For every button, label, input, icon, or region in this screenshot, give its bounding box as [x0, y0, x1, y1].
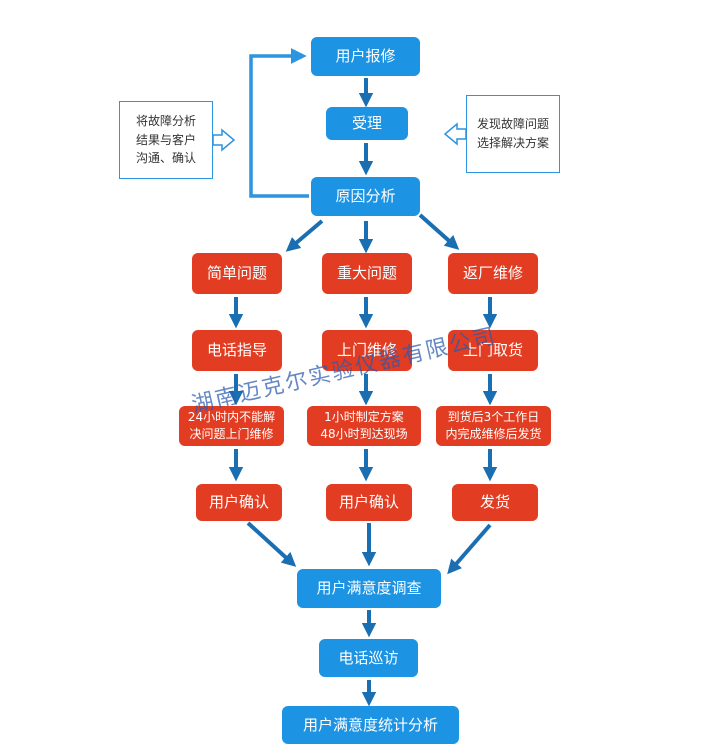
major-resolve-node: 1小时制定方案 48小时到达现场 [307, 406, 421, 446]
phone-guidance-node: 电话指导 [192, 330, 282, 371]
user-confirm-left-node: 用户确认 [196, 484, 282, 521]
user-report-node: 用户报修 [311, 37, 420, 76]
accept-node: 受理 [326, 107, 408, 140]
right-note-hollow-arrow [443, 122, 467, 146]
phone-followup-node: 电话巡访 [319, 639, 418, 677]
feedback-loop-arrow [249, 48, 309, 198]
arrow-analysis-to-simple [285, 219, 324, 252]
arrow-analysis-to-factory [418, 213, 460, 250]
ship-node: 发货 [452, 484, 538, 521]
satisfaction-stats-node: 用户满意度统计分析 [282, 706, 459, 744]
user-confirm-mid-node: 用户确认 [326, 484, 412, 521]
simple-resolve-node: 24小时内不能解 决问题上门维修 [179, 406, 284, 446]
onsite-repair-node: 上门维修 [322, 330, 412, 371]
arrow-ship-to-survey [447, 523, 492, 575]
right-note: 发现故障问题 选择解决方案 [466, 95, 560, 173]
simple-problem-node: 简单问题 [192, 253, 282, 294]
major-problem-node: 重大问题 [322, 253, 412, 294]
left-note-hollow-arrow [212, 128, 236, 152]
factory-resolve-node: 到货后3个工作日 内完成维修后发货 [436, 406, 551, 446]
onsite-pickup-node: 上门取货 [448, 330, 538, 371]
left-note: 将故障分析 结果与客户 沟通、确认 [119, 101, 213, 179]
return-factory-node: 返厂维修 [448, 253, 538, 294]
arrow-confirm-left-to-survey [246, 521, 297, 567]
satisfaction-survey-node: 用户满意度调查 [297, 569, 441, 608]
cause-analysis-node: 原因分析 [311, 177, 420, 216]
